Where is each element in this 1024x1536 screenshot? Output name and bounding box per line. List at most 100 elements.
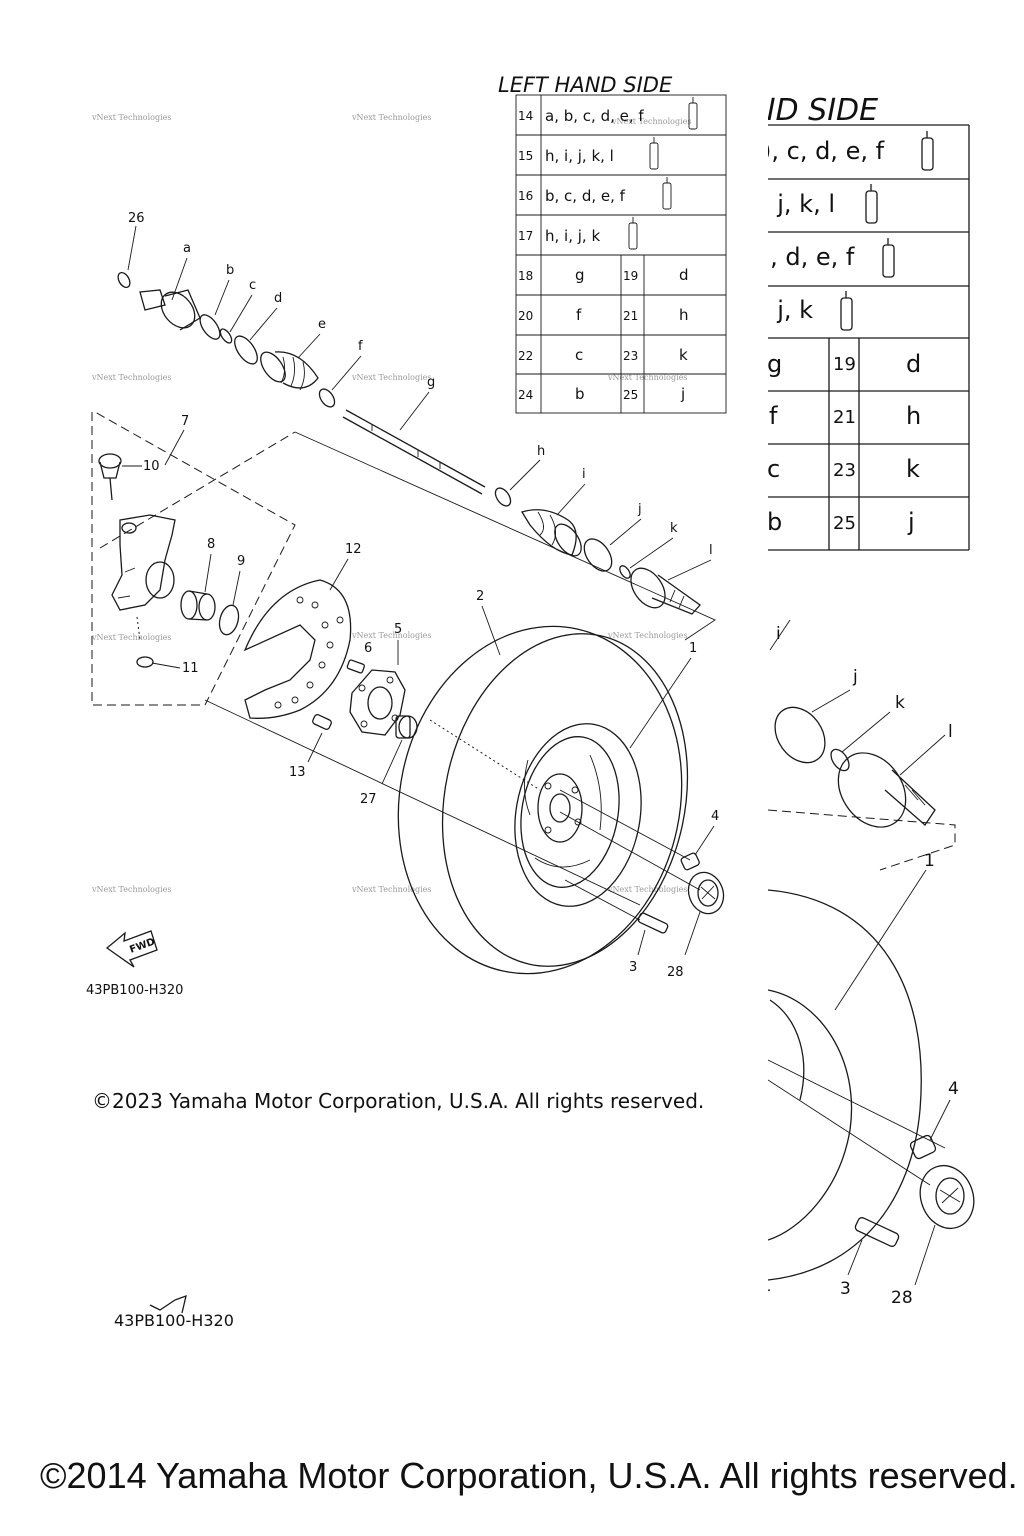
table-row-num: 16 xyxy=(518,189,533,203)
watermark: vNext Technologies xyxy=(351,373,431,382)
watermark: vNext Technologies xyxy=(607,373,687,382)
callout-label: c xyxy=(249,278,256,293)
table-row-value: j xyxy=(680,385,685,403)
circlip xyxy=(619,565,631,579)
watermark: vNext Technologies xyxy=(611,117,691,126)
table-row-num: 23 xyxy=(623,349,638,363)
fragment-row-value: b xyxy=(767,508,782,536)
fragment-row-value: f xyxy=(769,402,778,430)
fragment-row-value: k xyxy=(906,455,920,483)
callout-label: 10 xyxy=(143,459,160,474)
callout-label: a xyxy=(183,241,191,256)
cv-boot xyxy=(260,351,319,391)
table-row-value: f xyxy=(576,306,582,324)
outer-cv-joint xyxy=(837,752,936,828)
grease-tube-icon xyxy=(662,177,672,210)
callout-label: 5 xyxy=(394,622,402,637)
callout-label: 4 xyxy=(948,1079,959,1099)
fragment-row-items: , j, k, l xyxy=(762,190,835,218)
callout-label: g xyxy=(427,375,435,390)
callout-label: e xyxy=(318,317,326,332)
callout-label: l xyxy=(709,543,713,558)
cotter-pin xyxy=(136,656,154,668)
forward-arrow-fragment-icon xyxy=(149,1294,187,1314)
callout-label: i xyxy=(776,624,781,644)
callout-label: k xyxy=(670,521,678,536)
table-row-num: 22 xyxy=(518,349,533,363)
boot-band xyxy=(234,335,258,365)
lug-nut xyxy=(909,1134,937,1160)
table-title: LEFT HAND SIDE xyxy=(498,73,673,97)
watermark: vNext Technologies xyxy=(91,633,171,642)
grease-tube-icon xyxy=(921,131,934,171)
tire-outline xyxy=(768,889,922,1281)
callout-label: 26 xyxy=(128,211,145,226)
cv-boot xyxy=(521,509,582,557)
callout-label: 9 xyxy=(237,554,245,569)
callout-label: i xyxy=(582,467,586,482)
callout-label: 8 xyxy=(207,537,215,552)
callout-label: 1 xyxy=(924,851,935,871)
fragment-row-num: 23 xyxy=(833,460,856,481)
table-row-num: 18 xyxy=(518,269,533,283)
circlip xyxy=(219,328,233,344)
callout-label: h xyxy=(537,444,545,459)
table-row-num: 14 xyxy=(518,109,533,123)
o-ring xyxy=(199,314,221,340)
table-row-items: h, i, j, k xyxy=(545,227,600,245)
callout-label: 13 xyxy=(289,765,306,780)
callout-label: 27 xyxy=(360,792,377,807)
drawing-code: 43PB100-H320 xyxy=(86,983,183,998)
table-row-value: h xyxy=(679,306,689,324)
table-row-num: 21 xyxy=(623,309,638,323)
grease-tube-icon xyxy=(865,184,878,224)
drawing-code-lower: 43PB100-H320 xyxy=(114,1311,234,1330)
callout-label: 11 xyxy=(182,661,199,676)
wheel-bearing xyxy=(180,590,216,621)
fragment-row-items: , j, k xyxy=(762,296,813,324)
watermark: vNext Technologies xyxy=(351,113,431,122)
watermark: vNext Technologies xyxy=(607,631,687,640)
table-row-num: 19 xyxy=(623,269,638,283)
callout-label: 4 xyxy=(711,809,719,824)
watermark: vNext Technologies xyxy=(351,885,431,894)
fragment-row-value: g xyxy=(767,350,782,378)
callout-label: j xyxy=(637,502,642,517)
table-row-value: c xyxy=(575,346,583,364)
callout-label: d xyxy=(274,291,282,306)
watermark: vNext Technologies xyxy=(607,885,687,894)
callout-label: k xyxy=(895,693,905,713)
table-row-value: b xyxy=(575,385,585,403)
knuckle-group-outline xyxy=(91,411,296,706)
right-side-fragment: HAND SIDE ), c, d, e, f , j, k, l :, d, … xyxy=(710,93,975,1308)
table-row-value: k xyxy=(679,346,688,364)
watermarks: vNext Technologies vNext Technologies vN… xyxy=(91,113,691,894)
circlip xyxy=(218,604,240,636)
steering-knuckle xyxy=(111,514,176,611)
fragment-row-value: j xyxy=(907,508,915,536)
callout-label: 28 xyxy=(667,965,684,980)
fragment-table-title: HAND SIDE xyxy=(710,93,878,128)
fragment-row-value: c xyxy=(767,455,780,483)
callout-label: 12 xyxy=(345,542,362,557)
hub-cap xyxy=(687,871,725,915)
fragment-row-value: h xyxy=(906,402,921,430)
watermark: vNext Technologies xyxy=(91,885,171,894)
callout-label: 3 xyxy=(840,1279,851,1299)
circlip xyxy=(830,748,850,772)
grease-tube-icon xyxy=(882,238,895,278)
fragment-row-value: d xyxy=(906,350,921,378)
table-row-value: g xyxy=(575,266,585,284)
callout-label: 3 xyxy=(629,960,637,975)
table-row-items: b, c, d, e, f xyxy=(545,187,626,205)
table-row-items: h, i, j, k, l xyxy=(545,147,614,165)
exploded-view: 7 26 a b c d e xyxy=(86,211,725,1330)
fragment-row-num: 21 xyxy=(833,407,856,428)
callout-label: 6 xyxy=(364,641,372,656)
wheel-stud xyxy=(854,1217,900,1247)
tire xyxy=(397,625,689,975)
fragment-row-items: ), c, d, e, f xyxy=(762,137,885,165)
table-row-items: a, b, c, d, e, f xyxy=(545,107,644,125)
copyright-notice: ©2023 Yamaha Motor Corporation, U.S.A. A… xyxy=(92,1089,705,1113)
